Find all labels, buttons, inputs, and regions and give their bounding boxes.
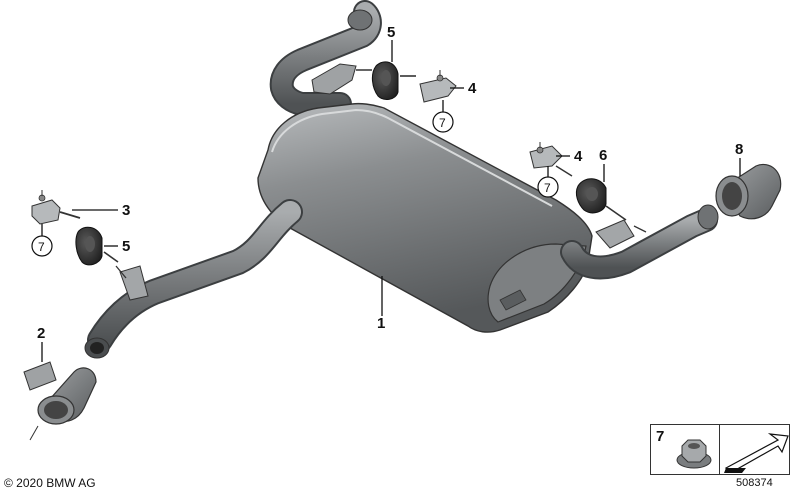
right-exhaust-tip [715, 163, 782, 220]
left-exhaust-tip [23, 361, 97, 441]
callout-1: 1 [377, 315, 385, 332]
callout-4-upper: 4 [468, 80, 477, 97]
diagram-id: 508374 [736, 477, 773, 489]
bracket-with-stud [31, 190, 81, 225]
ref-7-left: 7 [38, 240, 45, 254]
callout-2: 2 [37, 325, 45, 342]
flange-nut-icon [676, 439, 712, 469]
leader-lines [41, 40, 741, 362]
rubber-mount-right [575, 178, 627, 221]
ref-7-right: 7 [544, 181, 551, 195]
rear-muffler [257, 102, 593, 333]
ref-7-upper: 7 [439, 116, 446, 130]
legend-ref-7: 7 [656, 428, 664, 445]
callout-5-upper: 5 [387, 24, 395, 41]
left-connecting-pipe [84, 199, 303, 359]
callouts: 1 2 3 5 4 5 4 6 8 [37, 24, 743, 342]
right-outlet-pipe [560, 204, 719, 280]
left-pipe-bracket [115, 265, 149, 301]
circled-refs: 7 7 7 [31, 111, 559, 257]
callout-4-right: 4 [574, 148, 583, 165]
hanger-bracket-upper [419, 70, 457, 103]
callout-6: 6 [599, 147, 607, 164]
copyright-notice: © 2020 BMW AG [4, 476, 96, 490]
callout-8: 8 [735, 141, 743, 158]
legend-box: 7 [650, 424, 790, 475]
callout-3: 3 [122, 202, 130, 219]
hanger-bracket-right [529, 142, 573, 177]
right-pipe-bracket [595, 219, 647, 249]
rubber-mount-upper [371, 61, 416, 100]
callout-5-left: 5 [122, 238, 130, 255]
orientation-arrow-icon [724, 433, 789, 473]
upper-inlet-pipe [269, 0, 382, 116]
rubber-mount-left [75, 226, 119, 266]
upper-hanger-bracket [311, 63, 372, 95]
